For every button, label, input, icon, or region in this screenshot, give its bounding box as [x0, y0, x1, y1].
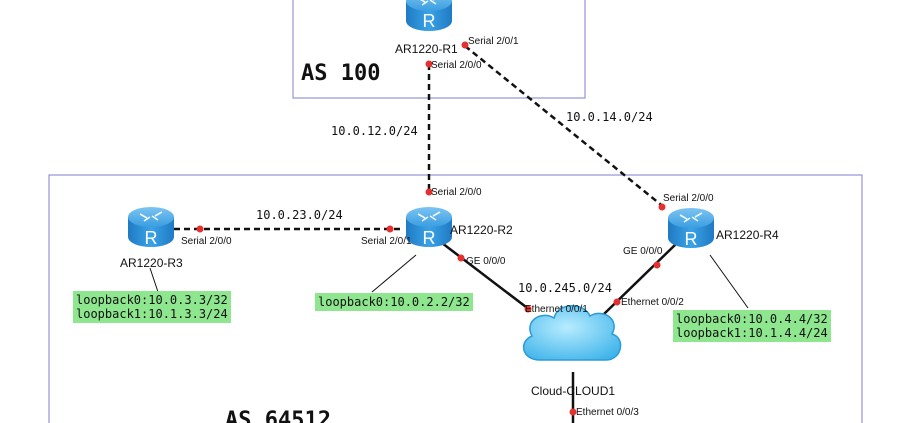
if-cloud-e2: Ethernet 0/0/2: [621, 297, 684, 308]
note-r4-loopbacks: loopback0:10.0.4.4/32 loopback1:10.1.4.4…: [673, 310, 831, 342]
note-pointer-r4: [709, 254, 749, 309]
router-glyph: R: [423, 228, 436, 248]
router-glyph: R: [423, 11, 436, 31]
dot-r3-s200: [196, 225, 204, 233]
router-r1[interactable]: R: [405, 0, 453, 32]
if-cloud-e1: Ethernet 0/0/1: [525, 304, 588, 315]
dot-cloud-e2: [613, 298, 621, 306]
net-r1-r4: 10.0.14.0/24: [566, 110, 653, 124]
interface-dots: [196, 41, 666, 416]
router-r2[interactable]: R: [405, 206, 453, 248]
as64512-area: [48, 174, 863, 423]
if-cloud-e3: Ethernet 0/0/3: [576, 407, 639, 418]
cloud-cloud1[interactable]: [522, 305, 622, 361]
loopback-line: loopback0:10.0.4.4/32: [676, 312, 828, 326]
dot-r2-ge: [457, 254, 465, 262]
net-lan: 10.0.245.0/24: [518, 281, 612, 295]
loopback-line: loopback1:10.1.4.4/24: [676, 326, 828, 340]
net-r2-r3: 10.0.23.0/24: [256, 208, 343, 222]
loopback-line: loopback1:10.1.3.3/24: [76, 307, 228, 321]
router-r3[interactable]: R: [127, 206, 175, 248]
net-r1-r2: 10.0.12.0/24: [331, 124, 418, 138]
if-r1-s201: Serial 2/0/1: [468, 36, 519, 47]
loopback-line: loopback0:10.0.2.2/32: [318, 295, 470, 309]
dot-cloud-e3: [569, 408, 577, 416]
device-label-r3: AR1220-R3: [120, 256, 183, 270]
dot-r1-s201: [461, 41, 469, 49]
as100-label: AS 100: [301, 61, 380, 86]
dot-r4-s200: [658, 203, 666, 211]
note-pointer-r3: [149, 267, 159, 293]
link-r2-cloud: [441, 242, 531, 311]
router-glyph: R: [685, 229, 698, 249]
dot-r2-s201: [386, 225, 394, 233]
router-glyph: R: [145, 228, 158, 248]
note-r2-loopbacks: loopback0:10.0.2.2/32: [315, 293, 473, 311]
if-r2-s201: Serial 2/0/1: [361, 236, 412, 247]
as64512-label: AS 64512: [225, 408, 331, 423]
router-r4[interactable]: R: [667, 207, 715, 249]
device-label-r1: AR1220-R1: [395, 42, 458, 56]
dot-cloud-e1: [524, 305, 532, 313]
dot-r2-s200: [425, 188, 433, 196]
note-pointer-r2: [371, 254, 417, 293]
device-label-cloud: Cloud-CLOUD1: [531, 384, 615, 398]
device-label-r4: AR1220-R4: [716, 228, 779, 242]
dot-r1-s200: [425, 60, 433, 68]
cloud-icon: [522, 305, 622, 361]
dot-r4-ge: [653, 261, 661, 269]
device-label-r2: AR1220-R2: [450, 223, 513, 237]
loopback-line: loopback0:10.0.3.3/32: [76, 293, 228, 307]
if-r1-s200: Serial 2/0/0: [431, 60, 482, 71]
if-r2-s200: Serial 2/0/0: [431, 187, 482, 198]
link-r1-r4: [464, 45, 666, 209]
if-r4-ge: GE 0/0/0: [623, 246, 663, 257]
if-r3-s200: Serial 2/0/0: [181, 236, 232, 247]
note-r3-loopbacks: loopback0:10.0.3.3/32 loopback1:10.1.3.3…: [73, 291, 231, 323]
if-r4-s200: Serial 2/0/0: [663, 193, 714, 204]
if-r2-ge: GE 0/0/0: [466, 256, 506, 267]
as100-area: [292, 0, 586, 99]
